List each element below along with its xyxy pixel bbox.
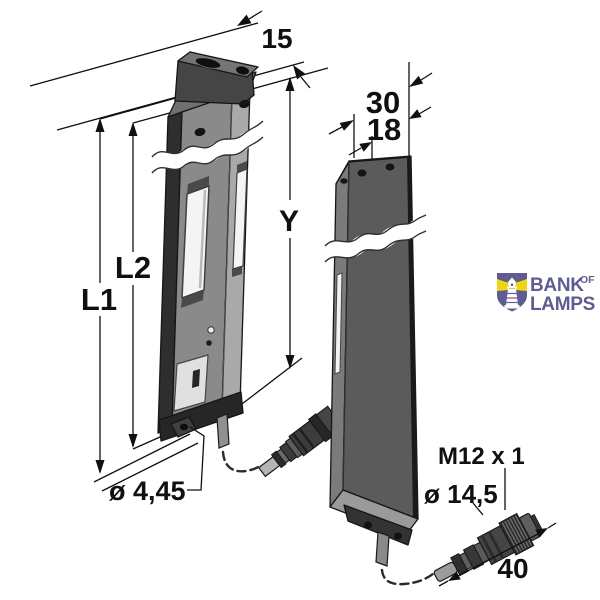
dimension-lines [29, 10, 433, 492]
top-screw-right [384, 162, 396, 172]
lens-window-shade [198, 189, 207, 289]
break-edge-lower [151, 136, 264, 174]
label-plate [173, 354, 209, 412]
dim-40-tail-left [438, 580, 449, 587]
bank-of-lamps-logo: BANK OF LAMPS [497, 273, 595, 315]
dim-label-30: 30 [366, 85, 400, 120]
dim-30-tail-right [420, 72, 433, 81]
dim-30-tail-left [328, 126, 343, 135]
dim-18-arrow-right [409, 109, 422, 119]
receiver-right-edge [407, 157, 418, 520]
lighthouse-roof [507, 277, 517, 283]
bracket-screw-right [239, 99, 250, 109]
dim-label-40: 40 [497, 553, 528, 584]
logo-text-of: OF [580, 274, 595, 286]
connector-groove [292, 432, 309, 454]
end-cap-bolt-right [394, 532, 402, 540]
beam-left [497, 279, 509, 291]
dim-40-arrow-left [448, 571, 461, 581]
dim-15-line-upper [29, 22, 259, 87]
dim-y-arrow-bottom [285, 355, 295, 369]
lens-window-side [232, 168, 248, 270]
side-slot-window [334, 272, 343, 375]
dim-l1-ext-top [99, 95, 184, 120]
dim-y-arrow-top [285, 77, 295, 91]
receiver-back-face [342, 156, 419, 520]
dim-18-tail-left [348, 147, 362, 156]
break-gap [319, 215, 430, 261]
label-plate-slot [192, 369, 200, 388]
dim-15-arrow-tail-upper [248, 10, 263, 20]
receiver-face-edge [342, 161, 350, 491]
dim-label-thread: M12 x 1 [438, 443, 525, 470]
lens-cap-bottom [181, 290, 204, 308]
dim-15-arrow-lower [293, 65, 306, 80]
dim-l2-arrow-bottom [128, 434, 138, 448]
dim-l2-arrow-top [128, 122, 138, 136]
dim-15-arrow-upper [237, 14, 252, 26]
break-line-emitter [146, 120, 269, 174]
connector-groove [298, 427, 315, 449]
emitter-sensor [146, 51, 269, 449]
dim-l1-ext-bottom-b [101, 442, 199, 492]
status-led-top [207, 326, 215, 334]
status-led-bottom [206, 340, 212, 346]
dim-l1-arrow-bottom [95, 460, 105, 474]
receiver-cable-gland [375, 531, 390, 567]
dim-label-connector-diameter: ø 14,5 [424, 479, 498, 509]
dim-label-y: Y [279, 205, 299, 238]
logo-text-bank: BANK [530, 275, 584, 296]
lighthouse-gallery [507, 286, 517, 289]
dim-18-arrow-left [359, 142, 372, 152]
bracket-screw-left [194, 127, 206, 137]
m8-pigtail-connector [257, 405, 344, 478]
emitter-cable-gland [216, 413, 230, 449]
bracket-round-hole [235, 65, 250, 76]
dim-label-hole-diameter: ø 4,45 [109, 476, 186, 506]
break-gap [146, 123, 269, 171]
dim-label-l1: L1 [81, 282, 117, 317]
dim-40-line [457, 533, 539, 577]
dim-30-arrow-left [339, 120, 354, 131]
lighthouse-base [504, 305, 520, 309]
break-edge-upper [324, 214, 427, 247]
dim-y-ext-bottom [241, 357, 303, 405]
top-screw-corner [339, 177, 349, 185]
leader-hole-diameter [187, 426, 205, 491]
lighthouse-icon [504, 277, 520, 309]
lens-window-main [181, 185, 210, 299]
dim-40-tail-right [547, 522, 557, 529]
foot-hole [179, 423, 189, 431]
lantern-window [511, 283, 513, 286]
logo-text-lamps: LAMPS [530, 294, 595, 315]
dim-label-18: 18 [367, 112, 401, 147]
leader-lines [187, 426, 557, 587]
m12-connector [433, 512, 544, 582]
dim-l1-arrow-top [95, 118, 105, 132]
receiver-sensor [319, 155, 430, 567]
dim-30-arrow-right [409, 75, 424, 87]
leader-connector-diameter [472, 502, 484, 516]
dim-15-arrow-tail-lower [300, 76, 311, 89]
dim-label-15: 15 [261, 23, 292, 54]
dim-l1-ext-bottom-a [93, 433, 191, 483]
beam-right [515, 279, 527, 291]
break-edge-upper [151, 120, 264, 158]
receiver-cable-dashed [380, 568, 436, 586]
top-screw-left [356, 168, 368, 178]
knurl-lines [501, 515, 532, 553]
dim-label-l2: L2 [115, 250, 151, 285]
emitter-cable-dashed [221, 450, 262, 473]
dim-18-tail-right [418, 106, 432, 115]
break-edge-lower [324, 230, 427, 263]
break-line-receiver [319, 214, 430, 263]
bracket-slot-hole [194, 57, 222, 69]
dim-y-ext-top [251, 67, 329, 90]
dimension-labels: 15 30 18 L1 L2 Y ø 4,45 M12 x 1 ø 14,5 4… [81, 23, 529, 584]
end-cap-bolt-left [364, 521, 372, 529]
lens-cap-top [187, 176, 209, 194]
dim-40-arrow-right [535, 528, 548, 538]
